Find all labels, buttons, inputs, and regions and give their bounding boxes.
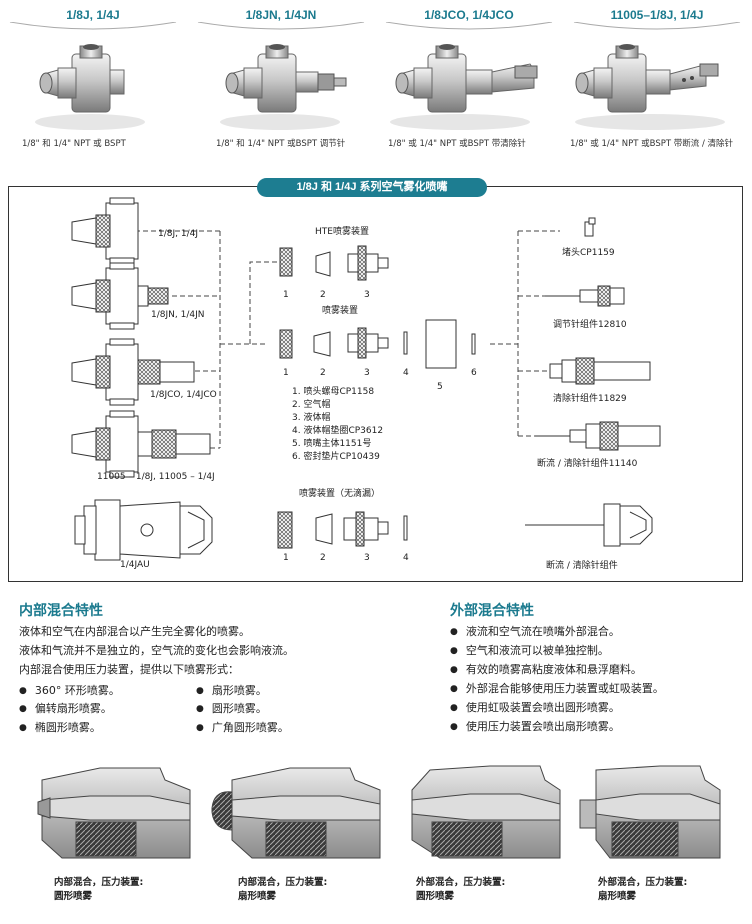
- product-tab-2: 1/8JN, 1/4JN: [188, 0, 374, 32]
- part-number: 1: [283, 553, 289, 563]
- parts-list-item: 6. 密封垫片CP10439: [292, 452, 380, 462]
- external-bullet: 有效的喷雾高粘度液体和悬浮磨料。: [450, 661, 642, 677]
- product-photos: [35, 44, 725, 130]
- external-bullet: 液流和空气流在喷嘴外部混合。: [450, 623, 620, 639]
- accessory-shutoff-label: 断流 / 清除针组件11140: [537, 459, 638, 469]
- product-caption-2: 1/8" 和 1/4" NPT 或BSPT 调节针: [216, 139, 346, 149]
- parts-list-item: 5. 喷嘴主体1151号: [292, 439, 372, 449]
- product-caption-4: 1/8" 或 1/4" NPT 或BSPT 带断流 / 清除针: [570, 139, 734, 149]
- parts-list-item: 1. 喷头螺母CP1158: [292, 387, 375, 397]
- diagram-title: 1/8J 和 1/4J 系列空气雾化喷嘴: [257, 178, 487, 197]
- external-bullet: 使用压力装置会喷出扇形喷雾。: [450, 718, 620, 734]
- external-bullet: 空气和液流可以被单独控制。: [450, 642, 609, 658]
- tab-underline: [573, 22, 741, 30]
- caption-line: 扇形喷雾: [238, 891, 277, 902]
- part-number: 3: [364, 290, 370, 300]
- cross-section-caption-3: 外部混合，压力装置: 圆形喷雾: [416, 876, 505, 904]
- product-tab-label: 1/8JCO, 1/4JCO: [424, 8, 514, 22]
- accessory-adjust-needle-label: 调节针组件12810: [553, 320, 627, 330]
- product-tab-label: 1/8JN, 1/4JN: [245, 8, 317, 22]
- product-photo-4: [575, 44, 725, 130]
- internal-bullet: 扇形喷雾。: [196, 682, 267, 698]
- cross-section-1: [37, 767, 191, 859]
- tab-underline: [9, 22, 177, 30]
- caption-line: 内部混合，压力装置:: [54, 877, 144, 888]
- caption-line: 圆形喷雾: [416, 891, 455, 902]
- internal-bullet: 圆形喷雾。: [196, 700, 267, 716]
- part-number: 2: [320, 290, 326, 300]
- cross-section-drawings: [37, 765, 721, 859]
- tab-underline: [385, 22, 553, 30]
- cross-section-2: [211, 767, 381, 859]
- part-number: 3: [364, 368, 370, 378]
- diagram-label-1-8jn: 1/8JN, 1/4JN: [151, 310, 205, 320]
- product-caption-3: 1/8" 或 1/4" NPT 或BSPT 带清除针: [388, 139, 526, 149]
- external-bullet: 使用虹吸装置会喷出圆形喷雾。: [450, 699, 620, 715]
- accessory-cleanout-label: 清除针组件11829: [553, 394, 627, 404]
- accessory-shutoff-jau-label: 断流 / 清除针组件: [546, 561, 618, 571]
- cross-section-caption-2: 内部混合，压力装置: 扇形喷雾: [238, 876, 327, 904]
- part-number: 2: [320, 368, 326, 378]
- caption-line: 扇形喷雾: [598, 891, 637, 902]
- product-tab-label: 1/8J, 1/4J: [66, 8, 120, 22]
- cross-section-3: [411, 765, 561, 859]
- parts-list-item: 2. 空气帽: [292, 400, 331, 410]
- product-photo-1: [35, 44, 145, 130]
- internal-line: 液体和气流并不是独立的，空气流的变化也会影响液流。: [19, 644, 294, 657]
- caption-line: 外部混合，压力装置:: [598, 877, 688, 888]
- hte-setup-label: HTE喷雾装置: [315, 227, 369, 237]
- part-number: 5: [437, 382, 443, 392]
- product-tab-3: 1/8JCO, 1/4JCO: [376, 0, 562, 32]
- external-bullet: 外部混合能够使用压力装置或虹吸装置。: [450, 680, 664, 696]
- diagram-label-1-8j: 1/8J, 1/4J: [158, 229, 198, 239]
- internal-line: 内部混合使用压力装置，提供以下喷雾形式：: [19, 663, 239, 676]
- internal-mix-heading: 内部混合特性: [19, 603, 103, 619]
- diagram-label-11005: 11005 – 1/8J, 11005 – 1/4J: [97, 472, 215, 482]
- product-tab-1: 1/8J, 1/4J: [0, 0, 186, 32]
- cross-section-caption-4: 外部混合，压力装置: 扇形喷雾: [598, 876, 687, 904]
- caption-line: 外部混合，压力装置:: [416, 877, 506, 888]
- diagram-label-1-4jau: 1/4JAU: [120, 560, 150, 570]
- internal-bullet: 360° 环形喷雾。: [19, 682, 120, 698]
- part-number: 3: [364, 553, 370, 563]
- cross-section-4: [579, 765, 721, 859]
- parts-list-item: 3. 液体帽: [292, 413, 331, 423]
- external-mix-heading: 外部混合特性: [450, 603, 534, 619]
- part-number: 6: [471, 368, 477, 378]
- caption-line: 内部混合，压力装置:: [238, 877, 328, 888]
- product-photo-3: [390, 44, 538, 130]
- product-caption-1: 1/8" 和 1/4" NPT 或 BSPT: [22, 139, 126, 149]
- caption-line: 圆形喷雾: [54, 891, 93, 902]
- part-number: 1: [283, 290, 289, 300]
- internal-line: 液体和空气在内部混合以产生完全雾化的喷雾。: [19, 625, 250, 638]
- diagram-label-1-8jco: 1/8JCO, 1/4JCO: [150, 390, 217, 400]
- part-number: 4: [403, 553, 409, 563]
- parts-list-item: 4. 液体帽垫圈CP3612: [292, 426, 384, 436]
- assembly-diagram: [71, 197, 661, 561]
- nodrip-setup-label: 喷雾装置（无滴漏）: [299, 489, 381, 499]
- internal-bullet: 椭圆形喷雾。: [19, 719, 101, 735]
- tab-underline: [197, 22, 365, 30]
- product-photo-2: [220, 44, 347, 130]
- internal-bullet: 广角圆形喷雾。: [196, 719, 289, 735]
- spray-setup-label: 喷雾装置: [322, 306, 359, 316]
- product-tab-label: 11005–1/8J, 1/4J: [610, 8, 704, 22]
- product-tab-4: 11005–1/8J, 1/4J: [564, 0, 750, 32]
- internal-bullet: 偏转扇形喷雾。: [19, 700, 112, 716]
- part-number: 2: [320, 553, 326, 563]
- cross-section-caption-1: 内部混合，压力装置: 圆形喷雾: [54, 876, 143, 904]
- part-number: 4: [403, 368, 409, 378]
- accessory-plug-label: 堵头CP1159: [562, 248, 615, 258]
- part-number: 1: [283, 368, 289, 378]
